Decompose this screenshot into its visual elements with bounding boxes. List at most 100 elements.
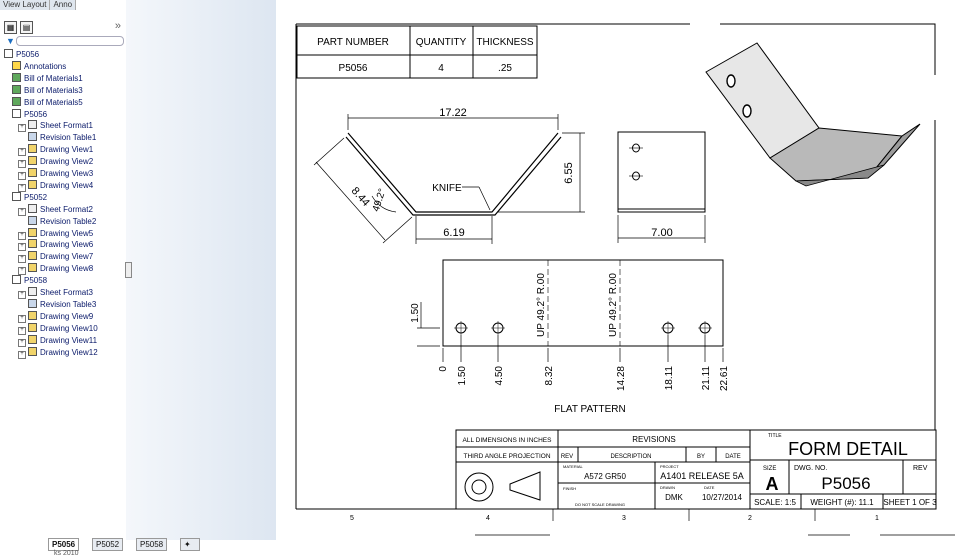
drawing-view-icon (28, 227, 37, 237)
zone-2: 2 (748, 515, 752, 522)
quantity-value: 4 (438, 63, 444, 74)
filter-icon[interactable]: ▼ (6, 36, 15, 46)
expand-toggle-icon[interactable]: + (18, 267, 26, 276)
tab-annotation[interactable]: Anno (50, 0, 77, 10)
expand-toggle-icon[interactable]: + (18, 314, 26, 323)
expand-toggle-icon[interactable]: + (18, 338, 26, 347)
expand-toggle-icon[interactable]: + (18, 172, 26, 180)
expand-toggle-icon[interactable]: + (18, 350, 26, 359)
tree-item-label: P5056 (16, 50, 40, 59)
sheet-tab-p5052[interactable]: P5052 (92, 538, 124, 551)
tree-item[interactable]: + Drawing View12 (18, 346, 98, 359)
tree-item-label: P5058 (24, 276, 48, 286)
tree-item[interactable]: + Drawing View6 (18, 239, 94, 252)
expand-toggle-icon[interactable]: + (18, 183, 26, 192)
zone-5: 5 (350, 515, 354, 522)
tree-item-label: P5052 (24, 192, 48, 202)
tree-item-label: Drawing View12 (40, 347, 98, 357)
rev-col-rev: REV (561, 454, 573, 460)
tree-item[interactable]: + Drawing View3 (18, 168, 93, 180)
flange-dim: 8.44 (349, 185, 372, 209)
expand-toggle-icon[interactable]: + (18, 291, 26, 299)
thickness-value: .25 (498, 63, 512, 74)
tree-item[interactable]: +Drawing View7 (18, 251, 93, 264)
tree-item-label: Drawing View3 (40, 169, 94, 178)
expand-toggle-icon[interactable]: + (18, 207, 26, 216)
tree-item[interactable]: +Drawing View8 (18, 263, 93, 276)
tree-item[interactable]: +Drawing View5 (18, 227, 93, 240)
expand-toggle-icon[interactable]: + (18, 148, 26, 157)
expand-toggle-icon[interactable]: + (18, 255, 26, 264)
drawing-icon (4, 49, 13, 58)
tree-item-label: Annotations (24, 61, 67, 71)
drawing-view-icon (28, 168, 37, 177)
tree-item-label: Drawing View6 (40, 240, 94, 250)
dims-note: ALL DIMENSIONS IN INCHES (463, 437, 553, 444)
thickness-header: THICKNESS (476, 37, 534, 48)
front-view[interactable]: 17.22 6.55 6.19 8.44 49.2° KNIFE (313, 107, 585, 244)
add-sheet-icon[interactable]: ✦ (180, 538, 200, 551)
expand-panel-icon[interactable]: » (114, 20, 121, 32)
tree-item[interactable]: +Drawing View2 (18, 156, 93, 169)
rev-label: REV (913, 465, 928, 472)
expand-toggle-icon[interactable]: + (18, 124, 26, 133)
sheet-format-icon (28, 120, 37, 130)
tree-item[interactable]: +Sheet Format3 (18, 287, 93, 299)
tree-filter-input[interactable] (16, 36, 124, 46)
expand-toggle-icon[interactable]: + (18, 326, 26, 335)
tree-item[interactable]: + Sheet Format1 (18, 120, 93, 133)
expand-toggle-icon[interactable]: + (18, 243, 26, 252)
tree-item-label: Drawing View10 (40, 323, 98, 333)
tree-item[interactable]: + Drawing View10 (18, 322, 98, 335)
expand-toggle-icon[interactable]: + (18, 231, 26, 240)
drawing-view-icon (28, 263, 37, 273)
sheet-icon (12, 275, 21, 285)
sheet-tab-p5056[interactable]: P5056 (48, 538, 80, 551)
tree-item[interactable]: +Drawing View1 (18, 144, 93, 157)
revision-table-icon (28, 132, 37, 142)
bend-note-2: UP 49.2° R.00 (608, 273, 619, 337)
tree-item[interactable]: Bill of Materials3 (12, 84, 83, 97)
tree-item-label: Drawing View4 (40, 180, 94, 190)
project-value: A1401 RELEASE 5A (660, 471, 744, 481)
flat-pattern-view[interactable]: 1.50 UP 49.2° R.00 UP 49.2° R.00 0 1.50 … (410, 259, 730, 415)
revision-table-icon (28, 298, 37, 308)
tree-item[interactable]: + Drawing View11 (18, 334, 98, 347)
tree-item[interactable]: +Sheet Format2 (18, 203, 93, 216)
tree-item[interactable]: Annotations (12, 60, 67, 73)
isometric-view[interactable] (705, 42, 921, 187)
splitter-grip[interactable] (125, 262, 132, 278)
scale-value: SCALE: 1:5 (754, 498, 796, 507)
drawing-view-icon (28, 179, 37, 189)
tree-item[interactable]: P5052 (12, 191, 48, 204)
tree-item[interactable]: Revision Table2 (18, 215, 96, 228)
tree-item[interactable]: + Drawing View4 (18, 179, 94, 192)
tree-item[interactable]: Revision Table3 (18, 298, 97, 311)
tree-item[interactable]: Revision Table1 (18, 132, 96, 144)
tab-view-layout[interactable]: View Layout (0, 0, 51, 10)
tree-item[interactable]: P5056 (4, 49, 39, 61)
tree-item[interactable]: Bill of Materials1 (12, 72, 83, 85)
ordinate-0: 0 (438, 366, 449, 372)
drawing-view-icon (28, 310, 37, 320)
height-dim: 6.55 (563, 162, 575, 183)
tree-item[interactable]: +Drawing View9 (18, 310, 93, 323)
drawing-view-icon (28, 322, 37, 332)
tree-item-label: Sheet Format1 (40, 121, 93, 131)
tree-item-label: Drawing View11 (40, 335, 98, 345)
zone-3: 3 (622, 515, 626, 522)
expand-toggle-icon[interactable]: + (18, 160, 26, 169)
sheet-tab-p5058[interactable]: P5058 (136, 538, 168, 551)
tree-item[interactable]: P5056 (12, 108, 48, 121)
tree-item-label: Revision Table3 (40, 299, 97, 309)
feature-tree-icon[interactable]: ▦ (4, 21, 17, 34)
tree-item[interactable]: P5058 (12, 275, 47, 287)
property-manager-icon[interactable]: ▤ (20, 21, 33, 34)
drawing-view-icon (28, 156, 37, 166)
projection-note: THIRD ANGLE PROJECTION (463, 453, 550, 460)
tree-item[interactable]: Bill of Materials5 (12, 96, 83, 109)
tree-item-label: P5056 (24, 109, 48, 119)
side-view[interactable]: 7.00 (617, 131, 706, 243)
annotations-icon (12, 60, 21, 70)
